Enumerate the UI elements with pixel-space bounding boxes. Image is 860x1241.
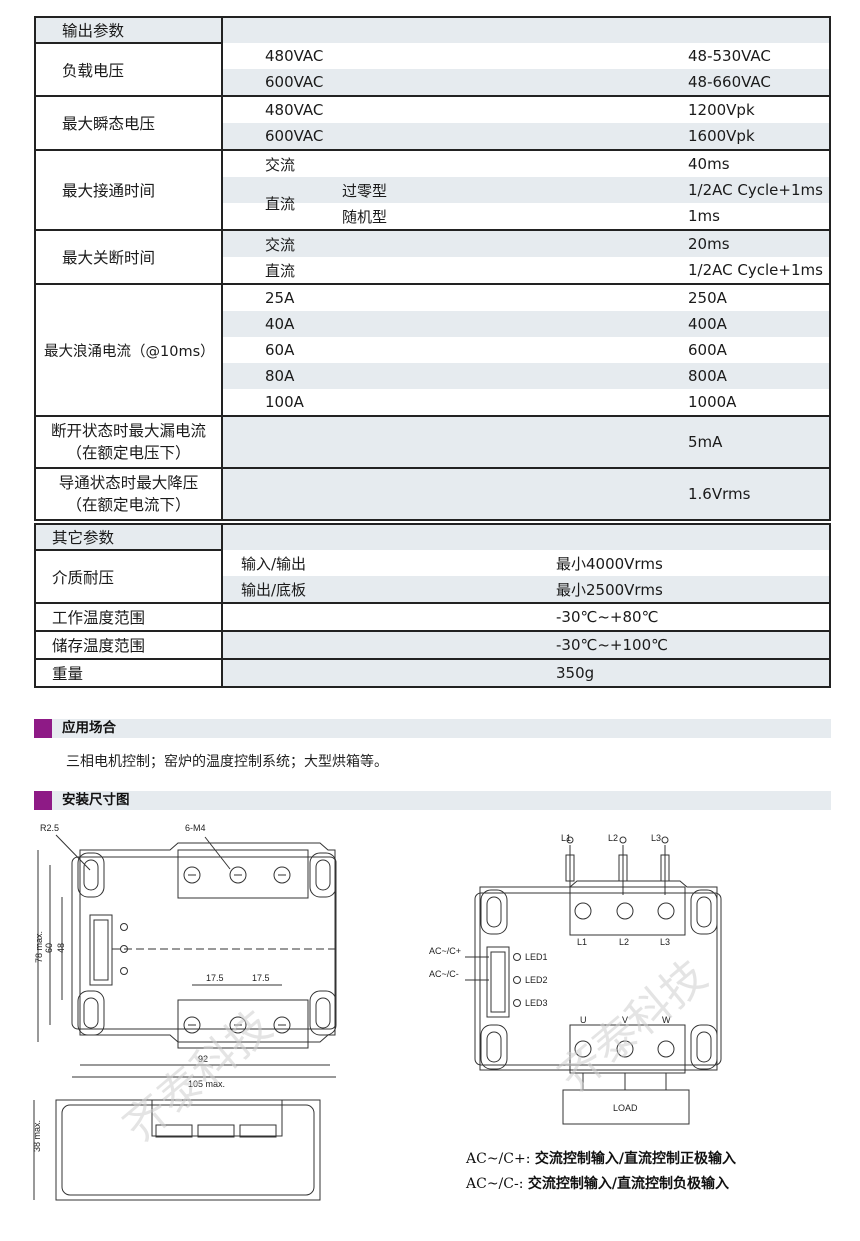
- surge-value-1: 250A: [688, 289, 727, 307]
- turn-off-item-1: 交流: [222, 230, 542, 257]
- wire-acminus: AC~/C-: [429, 969, 459, 979]
- watermark-right: 齐泰科技: [549, 950, 717, 1102]
- dielectric-value-2: 最小2500Vrms: [422, 576, 830, 604]
- surge-value-2: 400A: [542, 311, 830, 337]
- transient-value-2: 1600Vpk: [542, 123, 830, 151]
- turn-on-random-value: 1ms: [542, 203, 830, 231]
- leakage-value: 5mA: [542, 416, 830, 469]
- legend-line-2: AC~/C-: 交流控制输入/直流控制负极输入: [466, 1173, 729, 1193]
- dim-r25: R2.5: [40, 823, 59, 833]
- wire-l2: L2: [608, 833, 618, 843]
- dim-60: 60: [44, 943, 54, 953]
- application-text: 三相电机控制；窑炉的温度控制系统；大型烘箱等。: [66, 754, 388, 770]
- wire-led3: LED3: [525, 998, 548, 1008]
- surge-item-1: 25A: [265, 289, 295, 307]
- wire-u: U: [580, 1015, 587, 1025]
- leakage-label-line1: 断开状态时最大漏电流: [50, 422, 206, 440]
- surge-value-5: 1000A: [542, 389, 830, 417]
- turn-off-label: 最大关断时间: [35, 230, 223, 285]
- transient-voltage-label: 最大瞬态电压: [35, 96, 223, 151]
- dielectric-item-2: 输出/底板: [222, 576, 422, 604]
- dielectric-value-1: 最小4000Vrms: [556, 554, 663, 573]
- drop-label-line2: （在额定电流下）: [66, 496, 191, 514]
- wire-l2b: L2: [619, 937, 629, 947]
- dim-175b: 17.5: [252, 973, 270, 983]
- surge-value-4: 800A: [542, 363, 830, 389]
- wire-l3b: L3: [660, 937, 670, 947]
- wire-acplus: AC~/C+: [429, 946, 461, 956]
- surge-item-5: 100A: [222, 389, 542, 417]
- turn-off-value-1: 20ms: [542, 230, 830, 257]
- turn-on-ac-value: 40ms: [688, 155, 730, 173]
- load-voltage-value-1: 48-530VAC: [688, 47, 771, 65]
- dim-175a: 17.5: [206, 973, 224, 983]
- dielectric-item-1: 输入/输出: [241, 554, 307, 573]
- output-params-header: 输出参数: [35, 17, 223, 44]
- surge-value-3: 600A: [688, 341, 727, 359]
- surge-item-4: 80A: [222, 363, 542, 389]
- dimensions-section-bar: 安装尺寸图: [34, 791, 831, 810]
- legend-2-desc: 交流控制输入/直流控制负极输入: [527, 1176, 730, 1192]
- application-title: 应用场合: [62, 720, 116, 736]
- transient-item-2: 600VAC: [222, 123, 542, 151]
- storage-temp-value: -30℃~+100℃: [422, 631, 830, 660]
- other-params-header: 其它参数: [35, 524, 223, 551]
- dim-78: 78 max.: [34, 931, 44, 963]
- storage-temp-label: 储存温度范围: [35, 631, 223, 660]
- section-marker: [34, 719, 52, 738]
- leakage-label-line2: （在额定电压下）: [66, 444, 191, 462]
- legend-2-code: AC~/C-:: [466, 1176, 524, 1192]
- turn-on-label: 最大接通时间: [35, 150, 223, 231]
- wire-v: V: [622, 1015, 628, 1025]
- dim-92: 92: [198, 1054, 208, 1064]
- turn-on-random: 随机型: [342, 203, 542, 231]
- weight-label: 重量: [35, 659, 223, 687]
- legend-1-code: AC~/C+:: [466, 1151, 531, 1167]
- dielectric-label: 介质耐压: [35, 550, 223, 604]
- turn-off-value-2: 1/2AC Cycle+1ms: [542, 257, 830, 285]
- wire-led2: LED2: [525, 975, 548, 985]
- other-params-table: 其它参数 介质耐压 输入/输出 最小4000Vrms 输出/底板 最小2500V…: [34, 523, 831, 688]
- turn-on-ac: 交流: [265, 155, 296, 174]
- surge-current-label: 最大浪涌电流（@10ms）: [35, 284, 223, 417]
- wire-load: LOAD: [613, 1103, 638, 1113]
- leakage-label: 断开状态时最大漏电流 （在额定电压下）: [35, 416, 223, 469]
- load-voltage-value-2: 48-660VAC: [542, 69, 830, 97]
- legend-line-1: AC~/C+: 交流控制输入/直流控制正极输入: [466, 1148, 736, 1168]
- transient-item-1: 480VAC: [265, 101, 324, 119]
- dimension-drawing: R2.5 6-M4 78 max. 60 48 17.5 17.5 92 105…: [32, 823, 340, 1201]
- drop-label-line1: 导通状态时最大降压: [58, 474, 199, 492]
- drop-value: 1.6Vrms: [542, 468, 830, 520]
- load-voltage-item-1: 480VAC: [265, 47, 324, 65]
- weight-value: 350g: [422, 659, 830, 687]
- wiring-diagram: L1 L2 L3 L1 L2 L3 U V W LED1 LED2 LED3 A…: [429, 833, 722, 1125]
- turn-on-dc: 直流: [222, 177, 342, 231]
- transient-value-1: 1200Vpk: [688, 101, 755, 119]
- section-marker: [34, 791, 52, 810]
- operating-temp-value: -30℃~+80℃: [422, 603, 830, 632]
- load-voltage-label: 负载电压: [35, 43, 223, 97]
- wire-l3: L3: [651, 833, 661, 843]
- operating-temp-label: 工作温度范围: [35, 603, 223, 632]
- dimensions-title: 安装尺寸图: [62, 792, 130, 808]
- surge-item-3: 60A: [265, 341, 295, 359]
- wire-led1: LED1: [525, 952, 548, 962]
- turn-off-item-2: 直流: [222, 257, 542, 285]
- dim-105: 105 max.: [188, 1079, 225, 1089]
- surge-item-2: 40A: [222, 311, 542, 337]
- wire-w: W: [662, 1015, 671, 1025]
- drop-label: 导通状态时最大降压 （在额定电流下）: [35, 468, 223, 520]
- application-section-bar: 应用场合: [34, 719, 831, 738]
- dim-38: 38 max.: [32, 1120, 42, 1152]
- wire-l1b: L1: [577, 937, 587, 947]
- load-voltage-item-2: 600VAC: [222, 69, 542, 97]
- turn-on-zero-cross-value: 1/2AC Cycle+1ms: [542, 177, 830, 203]
- legend-1-desc: 交流控制输入/直流控制正极输入: [534, 1151, 737, 1167]
- turn-on-zero-cross: 过零型: [342, 177, 542, 203]
- wire-l1: L1: [561, 833, 571, 843]
- output-params-table: 输出参数 负载电压 480VAC 48-530VAC 600VAC 48-660…: [34, 16, 831, 521]
- dim-48: 48: [56, 943, 66, 953]
- dim-6m4: 6-M4: [185, 823, 206, 833]
